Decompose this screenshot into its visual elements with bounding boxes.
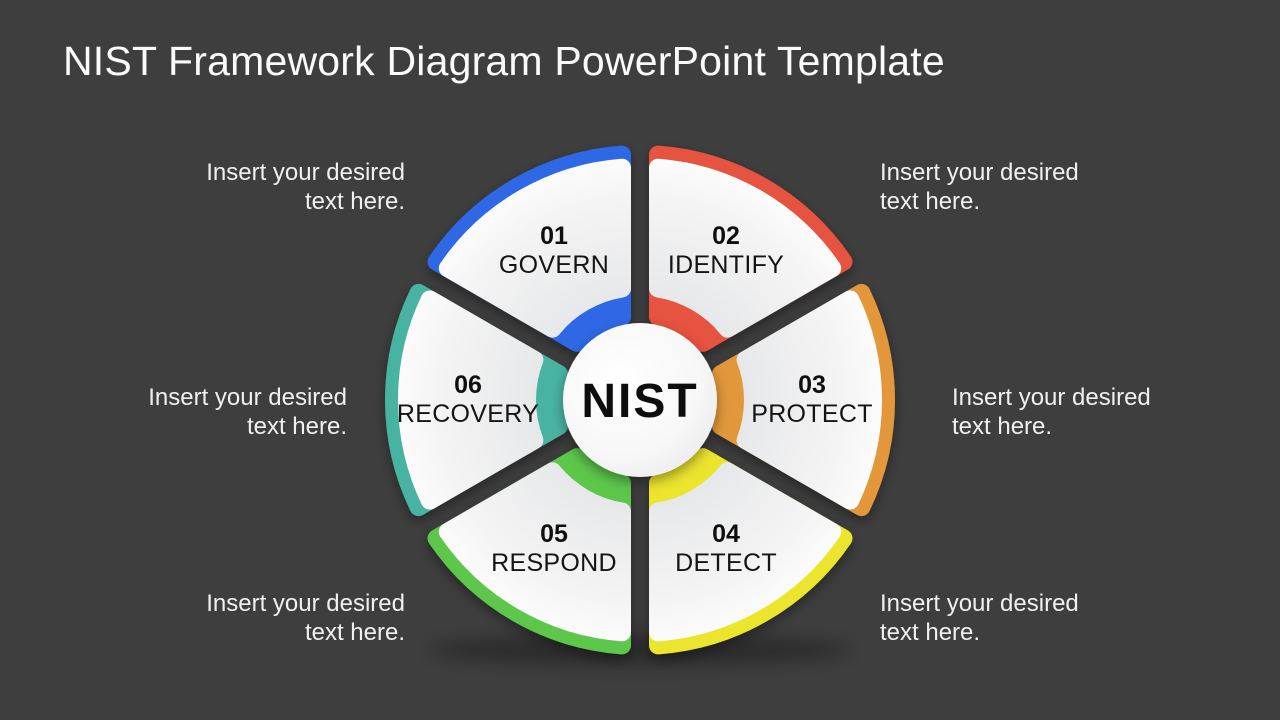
petal-body-respond bbox=[438, 462, 631, 642]
text-placeholder-bottom-left: Insert your desired text here. bbox=[206, 589, 405, 647]
text-placeholder-top-left: Insert your desired text here. bbox=[206, 158, 405, 216]
petal-recovery bbox=[385, 283, 569, 517]
center-circle bbox=[563, 323, 717, 477]
placeholder-line: text here. bbox=[952, 413, 1053, 440]
placeholder-line: text here. bbox=[304, 188, 405, 215]
text-placeholder-bottom-right: Insert your desired text here. bbox=[880, 589, 1079, 647]
placeholder-line: Insert your desired bbox=[880, 159, 1079, 186]
petal-body-identify bbox=[649, 158, 842, 338]
slide-title: NIST Framework Diagram PowerPoint Templa… bbox=[63, 38, 945, 84]
placeholder-line: text here. bbox=[880, 188, 981, 215]
placeholder-line: text here. bbox=[880, 619, 981, 646]
petal-govern bbox=[427, 145, 631, 352]
petal-identify bbox=[649, 145, 853, 352]
petal-protect bbox=[711, 283, 895, 517]
placeholder-line: Insert your desired bbox=[880, 590, 1079, 617]
petal-body-recovery bbox=[398, 290, 544, 510]
placeholder-line: Insert your desired bbox=[206, 159, 405, 186]
petal-respond bbox=[427, 448, 631, 655]
placeholder-line: text here. bbox=[246, 413, 347, 440]
text-placeholder-top-right: Insert your desired text here. bbox=[880, 158, 1079, 216]
petal-body-detect bbox=[649, 462, 842, 642]
text-placeholder-middle-right: Insert your desired text here. bbox=[952, 383, 1151, 441]
text-placeholder-middle-left: Insert your desired text here. bbox=[148, 383, 347, 441]
petal-body-govern bbox=[438, 158, 631, 338]
center-label: NIST bbox=[581, 375, 698, 428]
placeholder-line: text here. bbox=[304, 619, 405, 646]
petal-body-protect bbox=[736, 290, 882, 510]
placeholder-line: Insert your desired bbox=[206, 590, 405, 617]
wheel-ground-shadow bbox=[430, 634, 850, 666]
petal-detect bbox=[649, 448, 853, 655]
placeholder-line: Insert your desired bbox=[148, 384, 347, 411]
placeholder-line: Insert your desired bbox=[952, 384, 1151, 411]
